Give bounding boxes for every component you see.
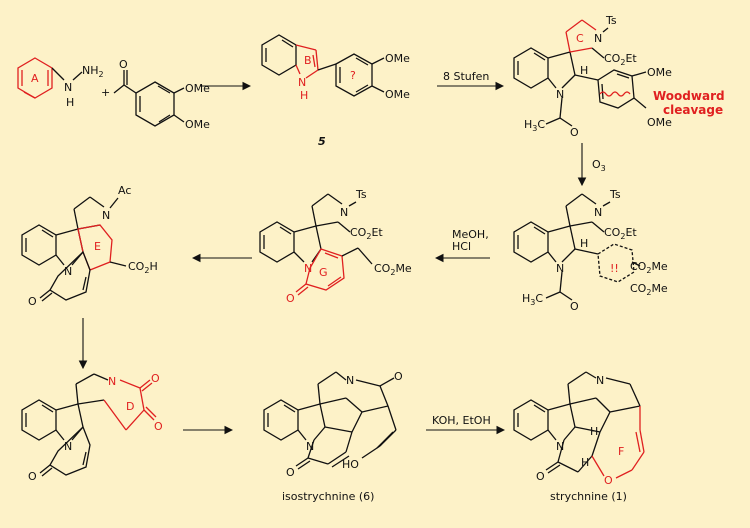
ts-label: Ts [605,14,617,27]
compound-isostrychnine: N N O O HO isostrychnine (6) [263,370,403,503]
n-ts-2: N [594,206,602,219]
plus-sign: + [101,86,110,99]
ring-d-label: D [126,400,134,413]
woodward-label-1: Woodward [653,89,725,103]
ketone-o-1: O [151,372,160,385]
indole-h: H [300,89,308,102]
co2me-1: CO2Me [630,260,668,275]
step-1-label: 8 Stufen [443,70,489,83]
ome-1: OMe [185,82,210,95]
isostrychnine-label: isostrychnine (6) [282,490,374,503]
ome-5: OMe [647,66,672,79]
indole-n: N [298,76,306,89]
cleavage-wave [599,91,631,97]
h-1: H [580,64,588,77]
compound-5: B N H ? OMe OMe 5 [261,34,410,148]
ring-g-label: G [319,266,328,279]
ts-label-2: Ts [609,188,621,201]
iso-ketone-o: O [394,370,403,383]
ome-2: OMe [185,118,210,131]
ring-f-label: F [618,445,624,458]
h-2: H [580,237,588,250]
n-pyridone-3: N [64,440,72,453]
compound-acid-e: N N Ac E CO2H O [21,184,158,308]
ring-q-label: ? [350,69,356,82]
ome-4: OMe [385,88,410,101]
ac-label: Ac [118,184,131,197]
ome-6: OMe [647,116,672,129]
h3c-2: H3C [522,292,543,307]
ether-o: O [604,474,613,487]
n-acetyl: N [556,88,564,101]
ketone-o-2: O [154,420,163,433]
phenylhydrazine: A N H NH2 [17,57,104,109]
compound-diketone-d: N N O O D O [21,372,163,483]
strychnine-label: strychnine (1) [550,490,627,503]
step-3-label-a: MeOH, [452,228,489,241]
co2et-2: CO2Et [604,226,637,241]
acetyl-o: O [570,126,579,139]
co2h-label: CO2H [128,260,158,275]
ozone-label: O3 [592,158,606,173]
compound-diester: N N Ts CO2Et H O H3C !! CO2Me CO2Me [513,188,668,313]
step-7-label: KOH, EtOH [432,414,491,427]
n-acetyl-2: N [556,262,564,275]
n-iso-2: N [346,374,354,387]
ho-label: HO [342,458,359,471]
ring-e-label: E [94,240,101,253]
n-ts: N [594,32,602,45]
h-strychnine-2: H [581,456,589,469]
ts-label-3: Ts [355,188,367,201]
dimethoxyacetophenone: O OMe OMe [113,58,210,131]
ome-3: OMe [385,52,410,65]
co2et-1: CO2Et [604,52,637,67]
acetyl-o-2: O [570,300,579,313]
n-ts-3: N [340,206,348,219]
n-strychnine-2: N [596,374,604,387]
compound-pyridone-g: N N Ts CO2Et G O CO2Me [259,188,412,305]
strychnine-lactam-o: O [536,470,545,483]
woodward-label-2: cleavage [663,103,723,117]
n-amide: N [108,375,116,388]
n-pyridone: N [304,262,312,275]
n-pyridone-2: N [64,265,72,278]
compound-pyrrolidine-intermediate: N C N Ts CO2Et H O H3C OMe OMe Woodward … [513,14,725,139]
ketone-o: O [119,58,128,71]
h3c-1: H3C [524,118,545,133]
co2me-3: CO2Me [374,262,412,277]
pyridone-o-3: O [28,470,37,483]
ring-a-label: A [31,72,39,85]
compound-strychnine: N N H O H O F strychnine (1) [513,371,645,503]
bang-label: !! [610,262,619,275]
ring-c-label: C [576,32,584,45]
hydrazine-h: H [66,96,74,109]
pyridone-o: O [286,292,295,305]
h-strychnine-1: H [590,425,598,438]
iso-lactam-o: O [286,466,295,479]
co2me-2: CO2Me [630,282,668,297]
step-3-label-b: HCl [452,240,471,253]
n-ac: N [102,209,110,222]
nh2-label: NH2 [82,64,104,79]
co2et-3: CO2Et [350,226,383,241]
pyridone-o-2: O [28,295,37,308]
n-iso: N [306,440,314,453]
hydrazine-n: N [64,81,72,94]
compound-5-label: 5 [318,135,326,148]
n-strychnine: N [556,440,564,453]
ring-b-label: B [304,54,312,67]
